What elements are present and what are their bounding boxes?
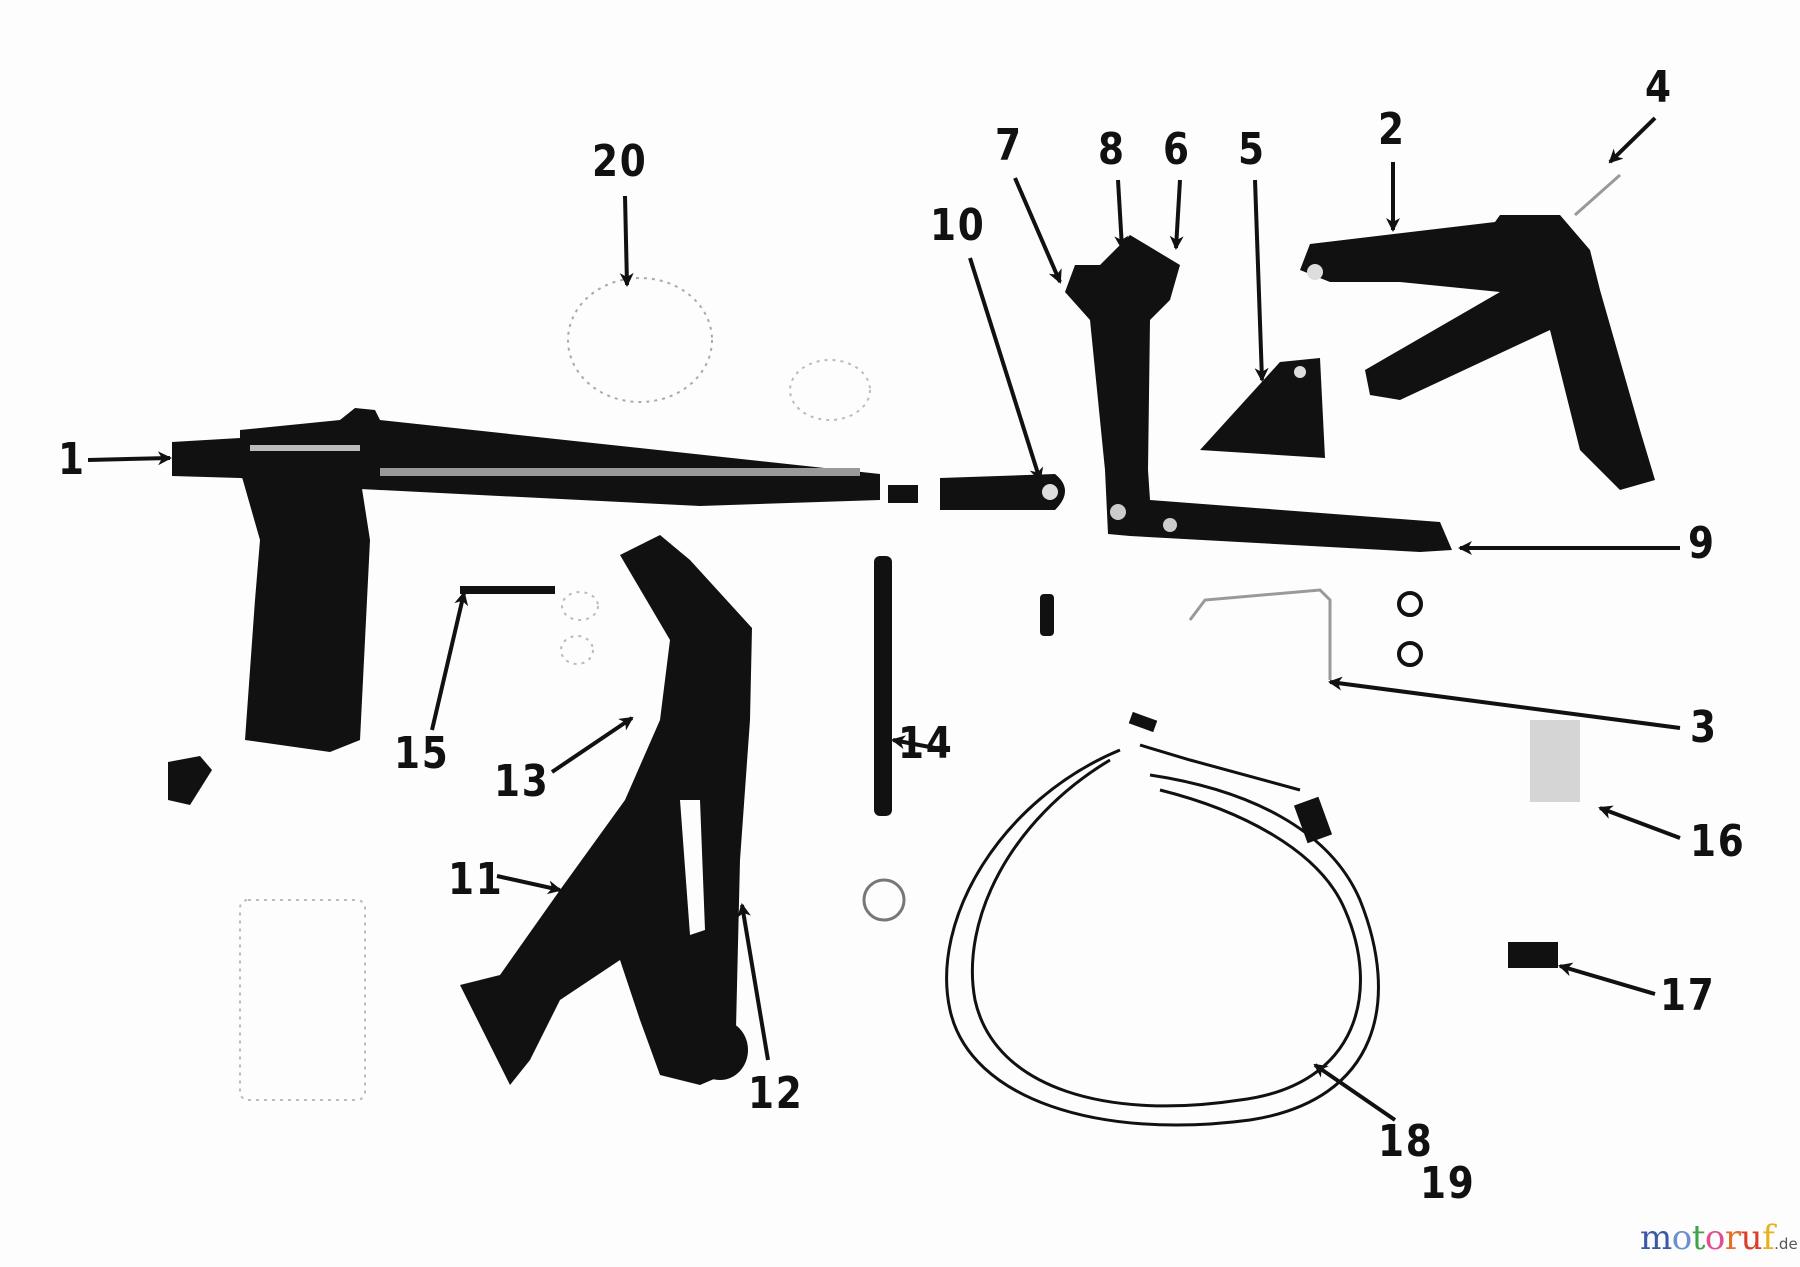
callout-5: 5 — [1238, 124, 1266, 175]
callout-7: 7 — [995, 120, 1023, 171]
logo-letter: t — [1691, 1218, 1706, 1258]
part-16-switch-bracket — [1530, 720, 1580, 802]
callout-20: 20 — [592, 136, 648, 187]
callout-12: 12 — [748, 1068, 804, 1119]
logo-letter: m — [1640, 1218, 1672, 1258]
part-14-rod — [862, 556, 1054, 922]
part-5-plate — [1200, 358, 1325, 458]
callout-1: 1 — [58, 434, 86, 485]
callout-17: 17 — [1660, 970, 1716, 1021]
callout-14: 14 — [898, 718, 954, 769]
callout-6: 6 — [1163, 124, 1191, 175]
callout-2: 2 — [1378, 104, 1406, 155]
part-17-switch — [1508, 942, 1558, 968]
washers-right — [1397, 591, 1423, 667]
part-13-pedal-lever — [460, 535, 752, 1085]
callout-10: 10 — [930, 200, 986, 251]
callout-3: 3 — [1690, 702, 1718, 753]
motoruf-watermark: motoruf.de — [1640, 1218, 1798, 1258]
callout-16: 16 — [1690, 816, 1746, 867]
part-15-pin — [460, 586, 555, 594]
callout-19: 19 — [1420, 1158, 1476, 1209]
part-7-bracket — [1065, 235, 1452, 552]
logo-letter: r — [1724, 1218, 1741, 1258]
part-2-arm — [1300, 215, 1655, 490]
faint-washers — [239, 359, 871, 1101]
callout-8: 8 — [1098, 124, 1126, 175]
part-18-wire-harness — [945, 743, 1380, 1127]
callout-11: 11 — [448, 854, 504, 905]
logo-tld: .de — [1774, 1235, 1798, 1253]
logo-letter: f — [1762, 1218, 1775, 1258]
callout-18: 18 — [1378, 1116, 1434, 1167]
callout-15: 15 — [394, 728, 450, 779]
callout-9: 9 — [1688, 518, 1716, 569]
callout-13: 13 — [494, 756, 550, 807]
part-20-gasket — [567, 277, 713, 403]
logo-letter: o — [1704, 1218, 1725, 1258]
callout-4: 4 — [1645, 62, 1673, 113]
logo-letter: o — [1671, 1218, 1692, 1258]
part-3-clip — [1188, 588, 1332, 680]
callout-arrows — [87, 116, 1681, 1122]
part-1-shaft — [168, 408, 1065, 805]
logo-letter: u — [1740, 1218, 1763, 1258]
